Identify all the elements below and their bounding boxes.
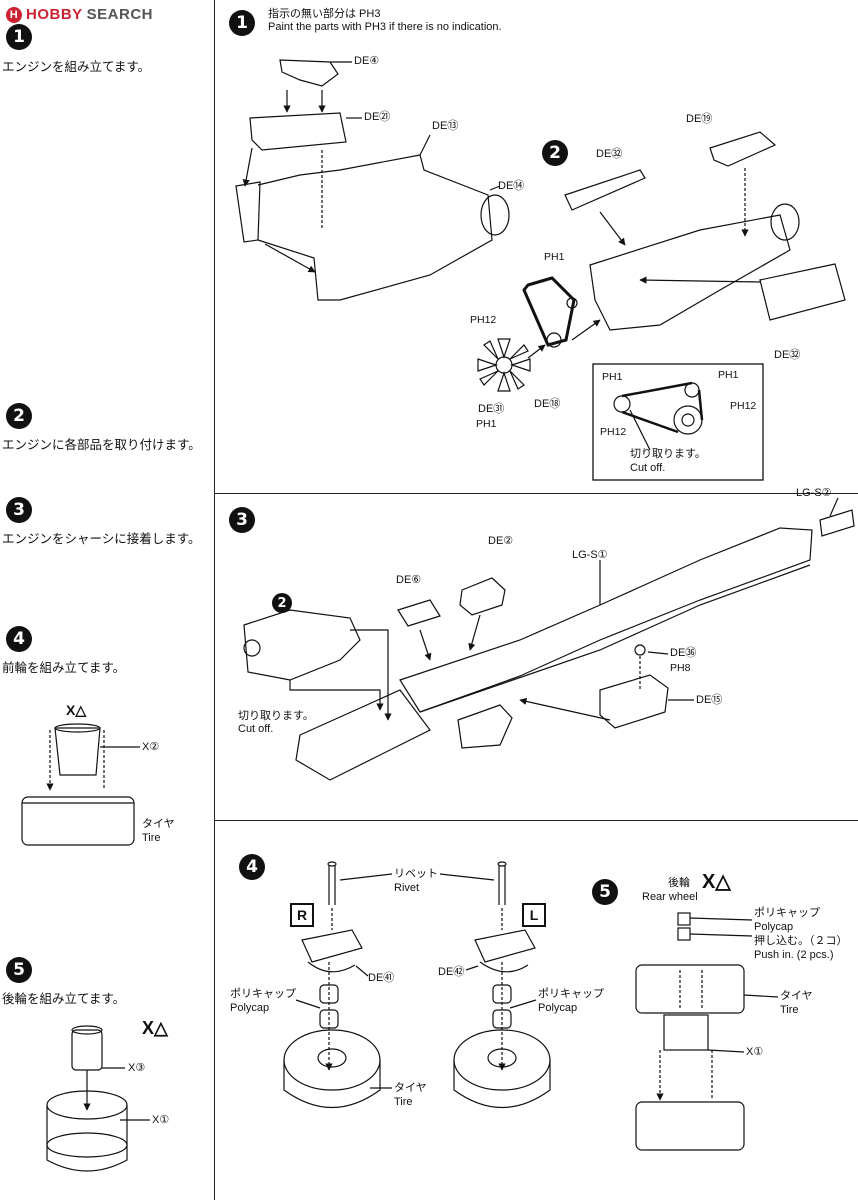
step2-inset-ph12a: PH12: [600, 426, 627, 438]
sidebar-step-5-text: 後輪を組み立てます。: [2, 991, 126, 1006]
step5-polycap-jp: ポリキャップ: [754, 907, 820, 919]
sidebar-instructions: H HOBBY SEARCH 1 エンジンを組み立てます。 2 エンジンに各部品…: [0, 0, 215, 1200]
step2-ph1b: PH1: [476, 418, 497, 430]
step4-left-label: L: [522, 903, 546, 927]
step4-de42: DE㊷: [438, 966, 465, 978]
step5-polycap-en: Polycap: [754, 921, 794, 933]
step2-de19: DE⑲: [686, 113, 713, 125]
step4-polycap-en-left: Polycap: [230, 1002, 270, 1014]
step1-de13: DE⑬: [432, 120, 459, 132]
step2-de32a: DE㉜: [596, 148, 623, 160]
triangle-number-icon: △: [75, 702, 87, 718]
sidebar-step-1-badge: 1: [6, 24, 32, 50]
triangle-number-icon: △: [715, 871, 731, 893]
step1-engine-drawing: [235, 59, 510, 301]
step3-lgs1: LG-S①: [572, 549, 608, 561]
step1-de21: DE㉑: [364, 111, 391, 123]
step4-polycap-jp-right: ポリキャップ: [538, 988, 604, 1000]
sidebar-step-1-text: エンジンを組み立てます。: [2, 59, 151, 74]
step3-de15: DE⑮: [696, 694, 723, 706]
step3-de36: DE㊱: [670, 647, 697, 659]
step5-badge: 5: [592, 879, 618, 905]
step1-note-en: Paint the parts with PH3 if there is no …: [268, 21, 502, 33]
step3-de6: DE⑥: [396, 574, 422, 586]
step2-de32b: DE㉜: [774, 349, 801, 361]
step4-polycap-en-right: Polycap: [538, 1002, 578, 1014]
sidebar-step-3-badge: 3: [6, 497, 32, 523]
step1-de14: DE⑭: [498, 180, 525, 192]
sidebar-step-4-badge: 4: [6, 626, 32, 652]
brand-logo-icon: H: [6, 6, 22, 23]
divider-step3: [214, 493, 858, 494]
side4-x2-label: X②: [142, 741, 160, 753]
step2-de18: DE⑱: [534, 398, 561, 410]
sidebar-step-5-badge: 5: [6, 957, 32, 983]
side5-part-code: X△: [142, 1018, 168, 1038]
step3-de2: DE②: [488, 535, 514, 547]
side4-tire-jp: タイヤ: [142, 818, 175, 830]
brand-name-a: HOBBY: [26, 6, 83, 23]
step4-tire-en: Tire: [394, 1096, 413, 1108]
sidebar-step-2-badge: 2: [6, 403, 32, 429]
step3-ph8: PH8: [670, 662, 691, 674]
side5-x3-label: X③: [128, 1062, 146, 1074]
step1-badge: 1: [229, 10, 255, 36]
step3-chassis-drawing: [243, 497, 855, 781]
divider-step4: [214, 820, 858, 821]
step2-inset-ph1b: PH1: [718, 369, 739, 381]
step5-push-jp: 押し込む。（２コ）: [754, 935, 848, 947]
step2-ph12a: PH12: [470, 314, 497, 326]
step2-badge: 2: [542, 140, 568, 166]
step5-rear-en: Rear wheel: [642, 891, 698, 903]
step2-inset-ph1a: PH1: [602, 371, 623, 383]
step2-ph1a: PH1: [544, 251, 565, 263]
step3-cut-jp: 切り取ります。: [238, 710, 314, 722]
side5-x1-label: X①: [152, 1114, 170, 1126]
side4-part-code: X△: [66, 702, 87, 718]
side-front-wheel-drawing: [21, 723, 140, 846]
step4-de41: DE㊶: [368, 972, 395, 984]
step4-polycap-jp-left: ポリキャップ: [230, 988, 296, 1000]
step5-rear-jp: 後輪: [668, 877, 690, 889]
step4-rivet-jp: リベット: [394, 868, 438, 880]
brand-watermark: H HOBBY SEARCH: [6, 6, 153, 23]
step3-sub2-badge: 2: [272, 593, 292, 613]
step5-x1: X①: [746, 1046, 764, 1058]
step4-tire-jp: タイヤ: [394, 1082, 427, 1094]
side4-tire-en: Tire: [142, 832, 161, 844]
sidebar-step-3-text: エンジンをシャーシに接着します。: [2, 531, 201, 546]
step3-lgs2: LG-S②: [796, 487, 832, 499]
step2-engine-drawing: [477, 131, 846, 481]
sidebar-step-2-text: エンジンに各部品を取り付けます。: [2, 437, 201, 452]
step2-cut-en: Cut off.: [630, 462, 666, 474]
step2-de31: DE㉛: [478, 403, 505, 415]
step1-note-jp: 指示の無い部分は PH3: [268, 8, 381, 20]
step2-inset-ph12b: PH12: [730, 400, 757, 412]
triangle-number-icon: △: [154, 1018, 168, 1038]
side-rear-wheel-drawing: [46, 1025, 150, 1172]
step4-front-wheels-drawing: [283, 861, 551, 1108]
step5-tire-jp: タイヤ: [780, 990, 813, 1002]
step5-rear-wheel-drawing: [635, 912, 779, 1151]
step4-rivet-en: Rivet: [394, 882, 420, 894]
step5-tire-en: Tire: [780, 1004, 799, 1016]
step5-part-code: X△: [702, 871, 731, 893]
brand-name-b: SEARCH: [86, 6, 154, 23]
step1-de4: DE④: [354, 55, 380, 67]
step3-cut-en: Cut off.: [238, 723, 274, 735]
step4-badge: 4: [239, 854, 265, 880]
step4-right-label: R: [290, 903, 314, 927]
step2-cut-jp: 切り取ります。: [630, 448, 706, 460]
step5-push-en: Push in. (2 pcs.): [754, 949, 834, 961]
sidebar-step-4-text: 前輪を組み立てます。: [2, 660, 126, 675]
step3-badge: 3: [229, 507, 255, 533]
